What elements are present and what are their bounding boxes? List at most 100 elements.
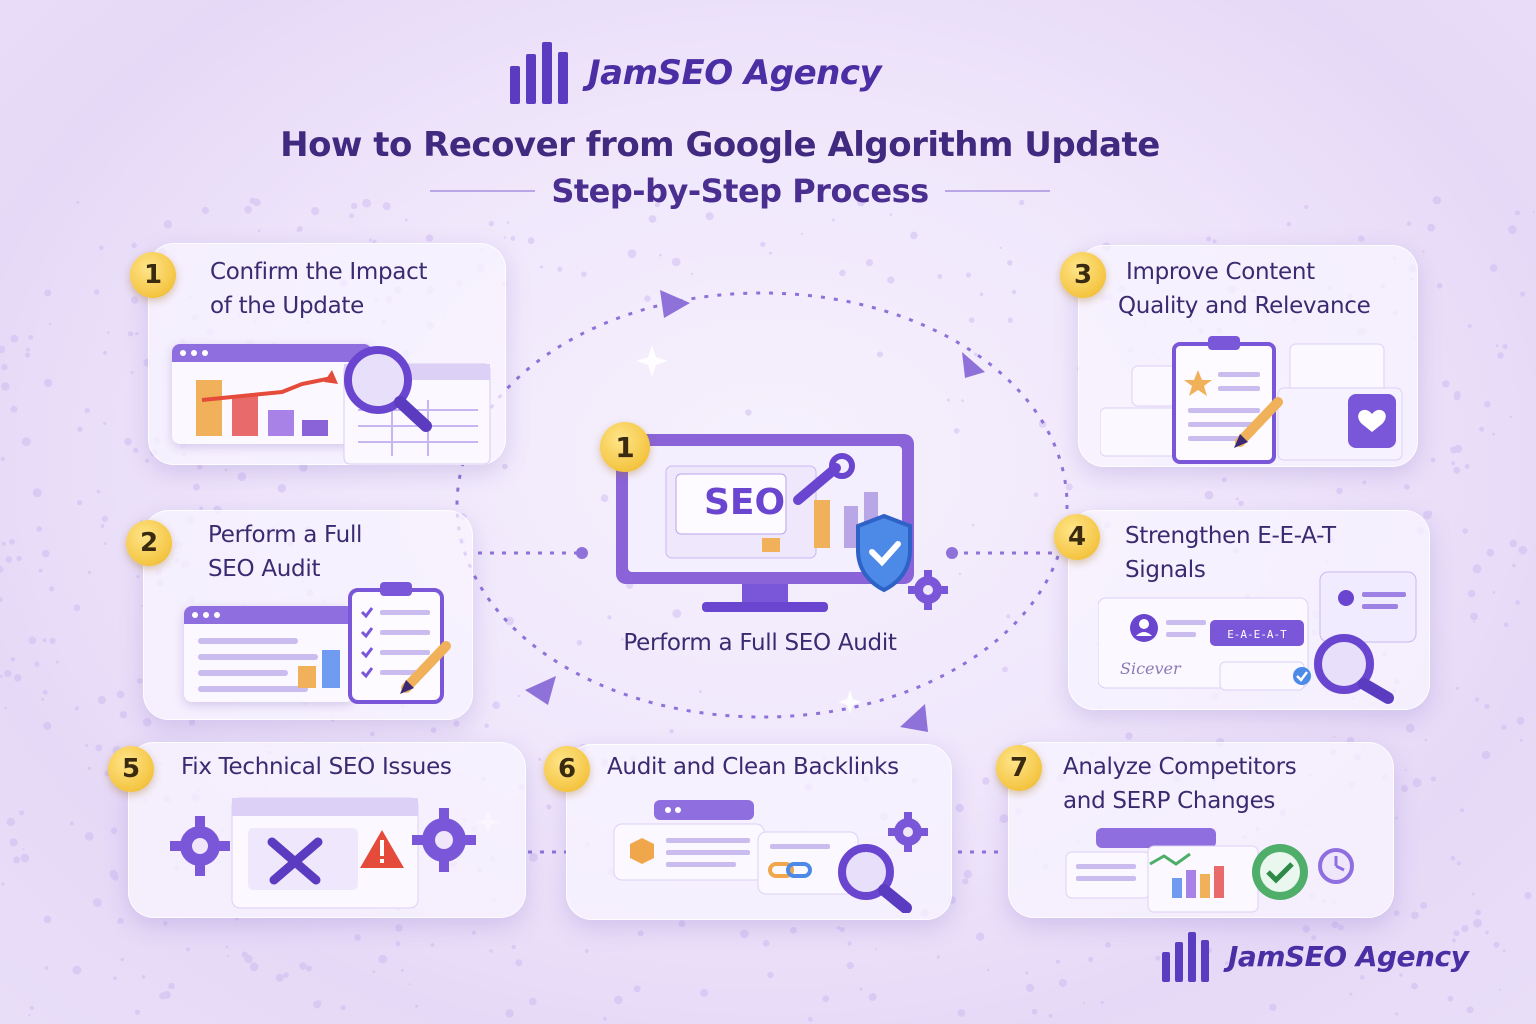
speckle-dot	[18, 810, 25, 816]
speckle-dot	[0, 674, 3, 678]
speckle-dot	[120, 957, 125, 962]
speckle-dot	[740, 929, 749, 939]
speckle-dot	[1105, 942, 1111, 948]
speckle-dot	[305, 965, 312, 972]
speckle-dot	[1508, 225, 1517, 235]
speckle-dot	[354, 934, 361, 941]
clipboard-checklist-icon	[184, 580, 464, 710]
speckle-dot	[762, 939, 770, 947]
speckle-dot	[414, 1004, 419, 1008]
step-4-line2: Signals	[1125, 557, 1206, 583]
speckle-dot	[145, 458, 150, 463]
speckle-dot	[961, 399, 964, 402]
speckle-dot	[22, 848, 25, 851]
speckle-dot	[99, 245, 104, 250]
speckle-dot	[370, 731, 375, 737]
center-badge: 1	[600, 422, 650, 472]
speckle-dot	[1048, 1013, 1053, 1018]
speckle-dot	[95, 744, 103, 752]
speckle-dot	[1055, 959, 1061, 964]
speckle-dot	[163, 921, 168, 926]
speckle-dot	[159, 992, 167, 1000]
tools-warning-icon	[168, 796, 478, 911]
subtitle-rule-left	[430, 190, 536, 192]
speckle-dot	[962, 878, 969, 885]
speckle-dot	[515, 959, 523, 967]
step-badge-7: 7	[996, 745, 1042, 791]
speckle-dot	[1475, 909, 1482, 916]
speckle-dot	[1514, 210, 1521, 216]
speckle-dot	[249, 197, 256, 204]
speckle-dot	[49, 637, 56, 645]
speckle-dot	[955, 803, 964, 813]
speckle-dot	[311, 207, 320, 216]
speckle-dot	[1002, 666, 1008, 673]
step-label-4: Strengthen E-E-A-T Signals	[1125, 519, 1336, 587]
speckle-dot	[767, 971, 774, 979]
speckle-dot	[705, 212, 714, 221]
speckle-dot	[1349, 992, 1353, 996]
bar-chart-logo-icon	[1162, 932, 1209, 982]
speckle-dot	[484, 723, 489, 728]
speckle-dot	[999, 814, 1009, 824]
subtitle-rule-right	[944, 190, 1051, 192]
speckle-dot	[1033, 492, 1039, 498]
speckle-dot	[505, 616, 514, 626]
speckle-dot	[1395, 816, 1398, 820]
speckle-dot	[1471, 892, 1475, 896]
speckle-dot	[700, 988, 709, 998]
speckle-dot	[430, 943, 435, 947]
speckle-dot	[84, 407, 90, 414]
speckle-dot	[252, 198, 261, 207]
speckle-dot	[1011, 289, 1017, 295]
speckle-dot	[790, 927, 797, 934]
speckle-dot	[135, 332, 139, 336]
speckle-dot	[93, 898, 102, 907]
speckle-dot	[283, 972, 289, 978]
speckle-dot	[107, 331, 110, 334]
speckle-dot	[1406, 221, 1412, 226]
speckle-dot	[340, 1005, 346, 1011]
speckle-dot	[127, 331, 134, 337]
speckle-dot	[910, 231, 918, 240]
speckle-dot	[0, 596, 3, 603]
brand-logo-top: JamSEO Agency	[508, 38, 882, 108]
speckle-dot	[44, 966, 49, 970]
speckle-dot	[1515, 600, 1521, 605]
page-title: How to Recover from Google Algorithm Upd…	[280, 125, 1160, 165]
speckle-dot	[24, 352, 31, 358]
speckle-dot	[10, 657, 16, 662]
speckle-dot	[102, 350, 108, 355]
speckle-dot	[471, 930, 476, 935]
subtitle-row: Step-by-Step Process	[430, 172, 1051, 210]
speckle-dot	[699, 690, 702, 694]
speckle-dot	[55, 660, 59, 664]
speckle-dot	[28, 636, 37, 645]
speckle-dot	[104, 542, 107, 545]
speckle-dot	[529, 853, 538, 862]
step-badge-2: 2	[126, 520, 172, 566]
speckle-dot	[958, 572, 962, 576]
speckle-dot	[131, 242, 137, 249]
speckle-dot	[557, 266, 563, 272]
speckle-dot	[614, 995, 623, 1005]
speckle-dot	[1269, 1003, 1277, 1011]
step-6-line1: Audit and Clean Backlinks	[607, 754, 899, 780]
speckle-dot	[1481, 750, 1491, 760]
speckle-dot	[42, 549, 50, 558]
speckle-dot	[0, 565, 4, 573]
speckle-dot	[1, 541, 6, 546]
speckle-dot	[965, 272, 972, 278]
speckle-dot	[1464, 463, 1470, 469]
speckle-dot	[889, 213, 893, 216]
cycle-arrow-bottom-left	[525, 676, 556, 705]
speckle-dot	[1512, 563, 1516, 568]
monitor-seo-text: SEO	[704, 482, 785, 523]
speckle-dot	[113, 976, 117, 980]
speckle-dot	[690, 272, 693, 276]
speckle-dot	[1472, 620, 1475, 623]
speckle-dot	[316, 1000, 322, 1005]
brand-name-bottom: JamSEO Agency	[1228, 939, 1469, 973]
speckle-dot	[130, 371, 134, 375]
speckle-dot	[1058, 978, 1067, 988]
